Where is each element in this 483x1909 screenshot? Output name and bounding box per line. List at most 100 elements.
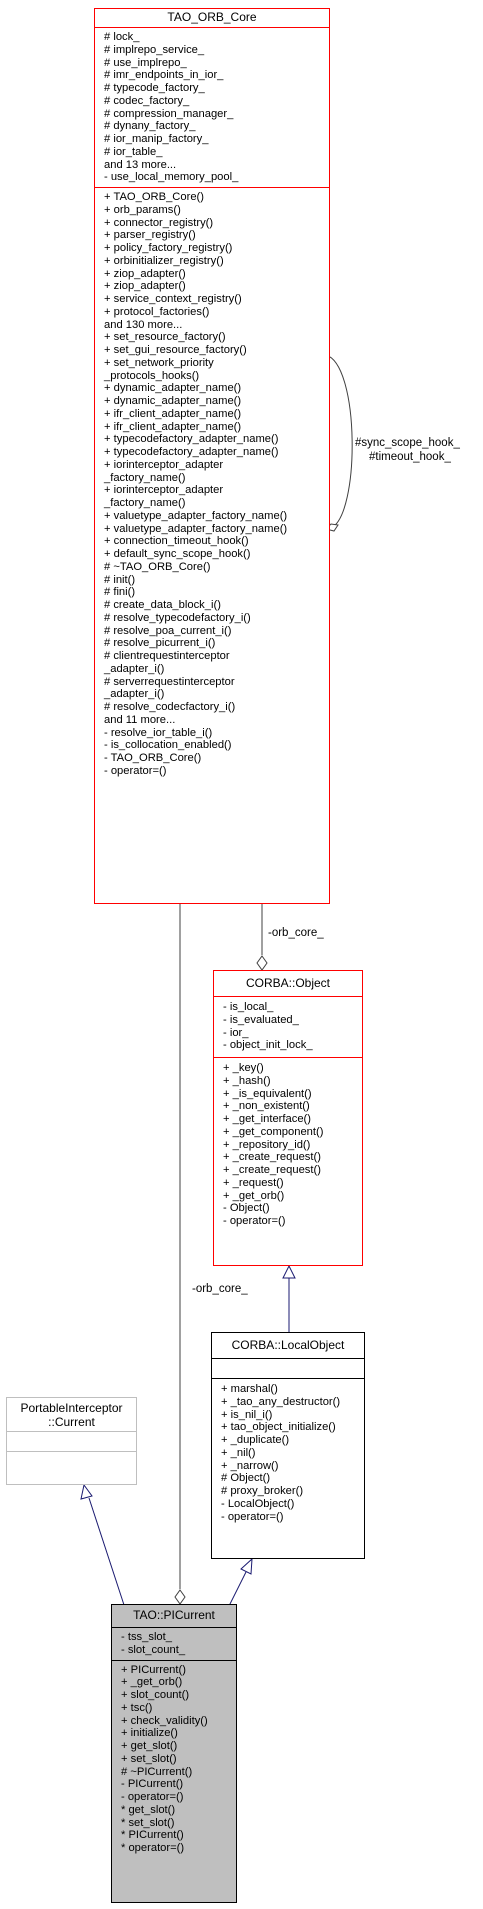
methods-section: + PICurrent()+ _get_orb()+ slot_count() +… — [112, 1659, 236, 1858]
class-portableinterceptor-current[interactable]: PortableInterceptor ::Current — [6, 1397, 137, 1485]
member-entry: # ~TAO_ORB_Core() — [104, 560, 211, 573]
member-entry: + _key() — [223, 1062, 264, 1074]
member-entry: * set_slot() — [121, 1816, 175, 1829]
member-entry: and 13 more... — [104, 158, 177, 171]
member-entry: # resolve_codecfactory_i() — [104, 701, 236, 713]
member-entry: + _get_component() — [223, 1125, 324, 1138]
member-entry: + _get_orb() — [121, 1676, 183, 1689]
member-entry: + default_sync_scope_hook() — [104, 548, 251, 560]
member-entry: # resolve_typecodefactory_i() — [104, 611, 251, 624]
member-entry: - LocalObject() — [221, 1497, 295, 1510]
class-title: TAO::PICurrent — [133, 1608, 215, 1622]
member-entry: + set_network_priority — [104, 356, 214, 369]
class-tao-orb-core[interactable]: TAO_ORB_Core # lock_# implrepo_service_#… — [94, 8, 330, 904]
picurrent-to-localobject-edge — [227, 1571, 247, 1609]
orb-core-to-picurrent-label: -orb_core_ — [192, 1283, 248, 1295]
member-entry: + PICurrent() — [121, 1663, 186, 1676]
class-tao-picurrent[interactable]: TAO::PICurrent - tss_slot_- slot_count_ … — [111, 1604, 237, 1903]
member-entry: - object_init_lock_ — [223, 1039, 313, 1052]
member-entry: # Object() — [221, 1472, 271, 1485]
orb-core-to-picurrent-diamond — [174, 1589, 186, 1605]
member-entry: + connection_timeout_hook() — [104, 535, 249, 548]
class-corba-object[interactable]: CORBA::Object - is_local_- is_evaluated_… — [213, 970, 363, 1266]
member-entry: + iorinterceptor_adapter — [104, 484, 224, 497]
member-entry: - is_collocation_enabled() — [104, 739, 232, 752]
member-entry: - tss_slot_ — [121, 1631, 172, 1643]
member-entry: + service_context_registry() — [104, 293, 242, 305]
member-entry: _adapter_i() — [104, 688, 165, 701]
member-entry: # ~PICurrent() — [121, 1765, 193, 1778]
member-entry: + _non_existent() — [223, 1100, 310, 1113]
member-entry: - operator=() — [221, 1510, 284, 1523]
member-entry: * PICurrent() — [121, 1829, 184, 1842]
member-entry: # compression_manager_ — [104, 107, 234, 120]
member-entry: - Object() — [223, 1202, 270, 1215]
member-entry: + ziop_adapter() — [104, 267, 186, 280]
member-entry: + TAO_ORB_Core() — [104, 191, 204, 203]
member-entry: + initialize() — [121, 1727, 178, 1740]
methods-section — [7, 1451, 136, 1471]
member-entry: # use_implrepo_ — [104, 56, 187, 69]
attributes-section — [7, 1431, 136, 1451]
member-entry: + _get_orb() — [223, 1189, 285, 1202]
self-hook-label-line1: #sync_scope_hook_ — [355, 437, 460, 449]
member-entry: + ifr_client_adapter_name() — [104, 420, 242, 433]
member-entry: # fini() — [104, 586, 136, 599]
attributes-section: - tss_slot_- slot_count_ — [112, 1627, 236, 1660]
member-entry: # create_data_block_i() — [104, 599, 221, 611]
member-entry: + _repository_id() — [223, 1138, 311, 1151]
member-entry: + set_slot() — [121, 1752, 177, 1765]
member-entry: + valuetype_adapter_factory_name() — [104, 509, 288, 522]
member-entry: - is_local_ — [223, 1001, 274, 1013]
member-entry: # resolve_poa_current_i() — [104, 624, 232, 637]
member-entry: + iorinterceptor_adapter — [104, 458, 224, 471]
member-entry: + _is_equivalent() — [223, 1087, 312, 1100]
member-entry: + _narrow() — [221, 1459, 279, 1472]
member-entry: - operator=() — [223, 1215, 286, 1227]
member-entry: + dynamic_adapter_name() — [104, 395, 242, 407]
class-title: CORBA::LocalObject — [231, 1338, 345, 1352]
attributes-section: # lock_# implrepo_service_# use_implrepo… — [95, 27, 329, 187]
member-entry: + policy_factory_registry() — [104, 242, 233, 254]
member-entry: + _nil() — [221, 1446, 256, 1459]
member-entry: - TAO_ORB_Core() — [104, 752, 202, 764]
member-entry: + _create_request() — [223, 1151, 321, 1164]
member-entry: + is_nil_i() — [221, 1408, 273, 1421]
member-entry: - use_local_memory_pool_ — [104, 171, 239, 184]
class-corba-localobject[interactable]: CORBA::LocalObject + marshal()+ _tao_any… — [211, 1332, 365, 1559]
member-entry: + marshal() — [221, 1383, 278, 1395]
member-entry: + slot_count() — [121, 1689, 190, 1701]
member-entry: - ior_ — [223, 1026, 249, 1039]
attributes-section: - is_local_- is_evaluated_- ior_- object… — [214, 996, 362, 1057]
member-entry: * operator=() — [121, 1842, 185, 1854]
member-entry: + typecodefactory_adapter_name() — [104, 446, 279, 458]
member-entry: # init() — [104, 573, 136, 586]
member-entry: + tao_object_initialize() — [221, 1421, 336, 1434]
class-title: CORBA::Object — [245, 976, 331, 990]
member-entry: # codec_factory_ — [104, 94, 190, 107]
member-entry: * get_slot() — [121, 1803, 176, 1816]
member-entry: # ior_manip_factory_ — [104, 133, 209, 145]
methods-section: + TAO_ORB_Core()+ orb_params()+ connecto… — [95, 187, 329, 781]
member-entry: + parser_registry() — [104, 229, 196, 242]
member-entry: # ior_table_ — [104, 145, 163, 158]
member-entry: + get_slot() — [121, 1740, 178, 1752]
self-hook-label-line2: #timeout_hook_ — [369, 451, 451, 463]
member-entry: # lock_ — [104, 31, 140, 43]
member-entry: - is_evaluated_ — [223, 1013, 299, 1026]
member-entry: + dynamic_adapter_name() — [104, 382, 242, 395]
self-association-edge — [325, 354, 353, 529]
member-entry: # proxy_broker() — [221, 1485, 304, 1497]
member-entry: + valuetype_adapter_factory_name() — [104, 522, 288, 535]
member-entry: # clientrequestinterceptor — [104, 650, 230, 662]
picurrent-to-iface-arrow — [80, 1483, 93, 1500]
member-entry: + protocol_factories() — [104, 305, 210, 318]
member-entry: + _create_request() — [223, 1164, 321, 1176]
member-entry: - resolve_ior_table_i() — [104, 726, 213, 739]
member-entry: + _duplicate() — [221, 1434, 290, 1446]
member-entry: + orb_params() — [104, 203, 181, 216]
member-entry: + _request() — [223, 1176, 284, 1189]
member-entry: + ziop_adapter() — [104, 280, 186, 293]
member-entry: and 130 more... — [104, 318, 183, 331]
member-entry: # typecode_factory_ — [104, 82, 205, 94]
